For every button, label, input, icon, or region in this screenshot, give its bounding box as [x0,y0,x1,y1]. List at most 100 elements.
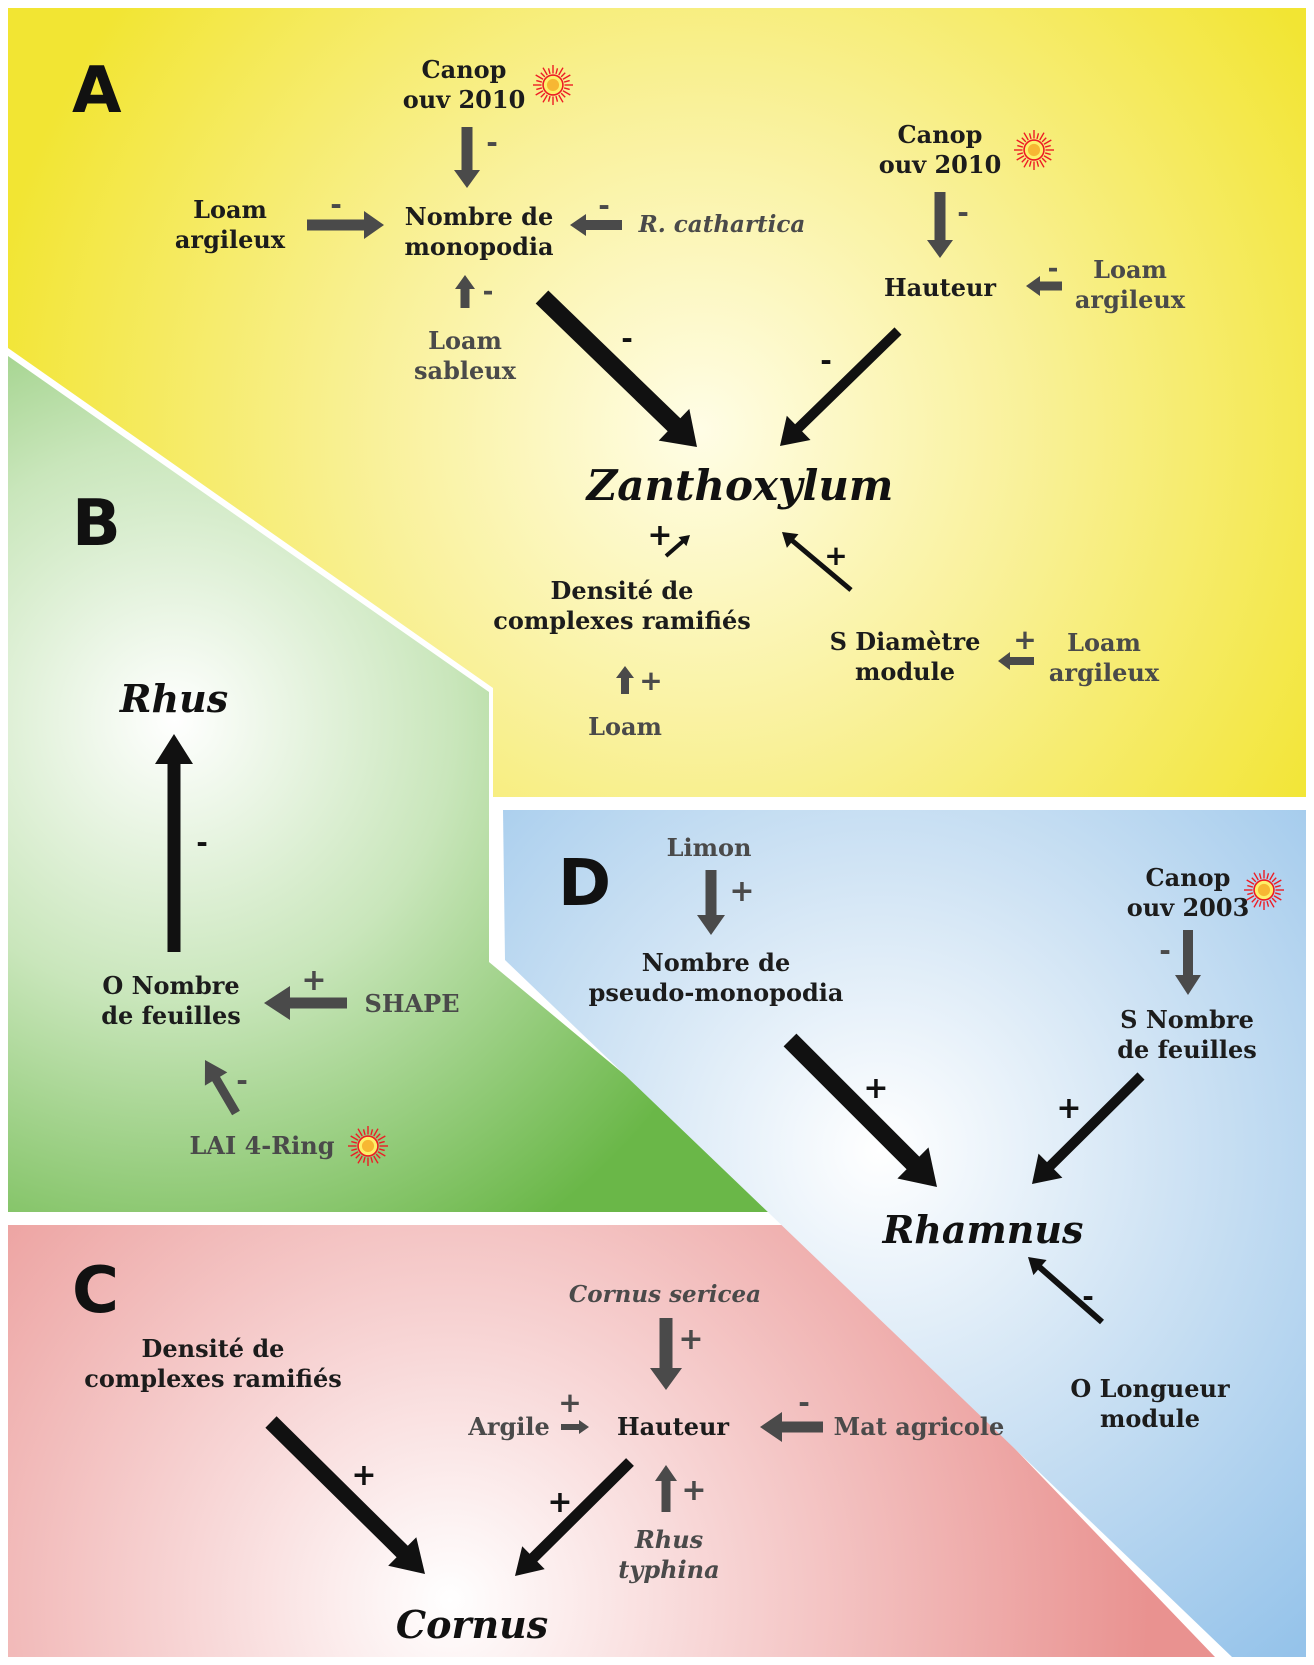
densite-complexes-ramifies-label-line-1: Densité de [551,576,694,605]
loam-argileux-bottom-label-line-2: argileux [1049,658,1160,687]
s-nombre-de-feuilles-label-line-2: de feuilles [1117,1035,1257,1064]
cathartica-to-monopodia-arrow [570,214,622,236]
sun-icon [1014,130,1054,170]
loam-argileux-to-monopodia-arrow [307,211,384,239]
nombre-de-monopodia-label-line-2: monopodia [404,232,553,261]
sign-minus: - [1048,254,1059,284]
sign-plus: + [678,1322,703,1357]
panel-c-background [8,1225,1215,1657]
cornus-sericea-label: Cornus sericea [569,1281,761,1308]
loam-sableux-to-monopodia-arrow [455,275,475,308]
cornus-sericea-to-hauteur-arrow [650,1318,682,1390]
sign-minus: - [483,277,494,307]
densite-complexes-ramifies-label-line-2: complexes ramifiés [493,606,751,635]
sign-minus: - [598,189,610,222]
sun-icon [533,65,573,105]
loam-argileux-bottom-label-line-1: Loam [1067,628,1141,657]
rhus-typhina-label-line-2: typhina [618,1555,719,1584]
panel-b-letter: B [72,487,121,561]
o-longueur-module-label-line-2: module [1100,1404,1200,1433]
o-longueur-module-label-line-1: O Longueur [1070,1374,1230,1403]
lai-4-ring-label: LAI 4-Ring [189,1131,334,1160]
sign-plus: + [647,518,672,553]
loam-argileux-right-label-line-2: argileux [1075,285,1186,314]
canop-to-monopodia-arrow [454,127,480,188]
lai-to-nombre-arrow [204,1060,240,1116]
sign-plus: + [863,1071,888,1106]
panel-d-letter: D [558,847,611,921]
sign-plus: + [1013,623,1036,656]
densite-to-cornus-arrow [265,1416,425,1574]
sign-minus: - [196,826,208,859]
sign-minus: - [621,322,633,355]
canop-ouv-2010-left-label-line-1: Canop [422,55,507,84]
loam-argileux-left-label-line-2: argileux [175,225,286,254]
argile-to-hauteur-arrow [561,1420,589,1434]
sign-plus: + [301,963,326,998]
sign-minus: - [798,1386,810,1419]
sun-icon [348,1126,388,1166]
nombre-feuilles-to-rhus-arrow [155,734,193,952]
nombre-de-monopodia-label-line-1: Nombre de [405,202,553,231]
sign-plus: + [558,1386,581,1419]
canop-to-hauteur-arrow [927,192,953,258]
sign-minus: - [330,188,342,221]
mat-agricole-to-hauteur-arrow [760,1412,823,1442]
loam-sableux-label-line-1: Loam [428,326,502,355]
shape-label: SHAPE [365,989,460,1018]
s-diametre-module-label-line-1: S Diamètre [830,627,981,656]
panel-b-background [8,356,790,1212]
loam-label: Loam [588,712,662,741]
sign-minus: - [1159,934,1171,967]
canop-ouv-2010-right-label-line-1: Canop [898,120,983,149]
s-diametre-to-zanthoxylum-arrow [782,532,853,592]
s-nombre-to-rhamnus-arrow [1032,1072,1145,1184]
pseudo-to-rhamnus-arrow [783,1033,937,1187]
cornus-genus: Cornus [396,1602,548,1647]
canop-to-s-nombre-arrow [1175,930,1201,995]
canop-ouv-2010-right-label-line-2: ouv 2010 [879,150,1002,179]
densite-complexes-ramifies-label-line-2: complexes ramifiés [84,1364,342,1393]
mat-agricole-label: Mat agricole [834,1412,1005,1441]
sign-plus: + [639,664,662,697]
canop-ouv-2003-label-line-1: Canop [1146,863,1231,892]
s-diametre-module-label-line-2: module [855,657,955,686]
sign-plus: + [824,539,847,572]
hauteur-to-cornus-arrow [515,1458,634,1576]
loam-argileux-to-hauteur-arrow [1026,276,1062,296]
rhamnus-genus: Rhamnus [882,1207,1084,1252]
loam-argileux-right-label-line-1: Loam [1093,255,1167,284]
sign-minus: - [486,126,498,159]
monopodia-to-zanthoxylum-arrow [535,290,697,447]
canop-ouv-2010-left-label-line-2: ouv 2010 [403,85,526,114]
limon-label: Limon [667,833,752,862]
zanthoxylum-genus: Zanthoxylum [585,461,894,510]
longueur-to-rhamnus-arrow [1028,1257,1104,1325]
sign-minus: - [957,196,969,229]
densite-to-zanthoxylum-arrow [664,535,690,558]
o-nombre-de-feuilles-label-line-2: de feuilles [101,1001,241,1030]
loam-to-densite-arrow [616,666,634,694]
limon-to-pseudo-arrow [697,870,725,935]
hauteur-label: Hauteur [884,273,996,302]
sign-minus: - [1082,1280,1094,1313]
rhus-genus: Rhus [119,676,228,721]
rhus-typhina-to-hauteur-arrow [655,1465,677,1512]
